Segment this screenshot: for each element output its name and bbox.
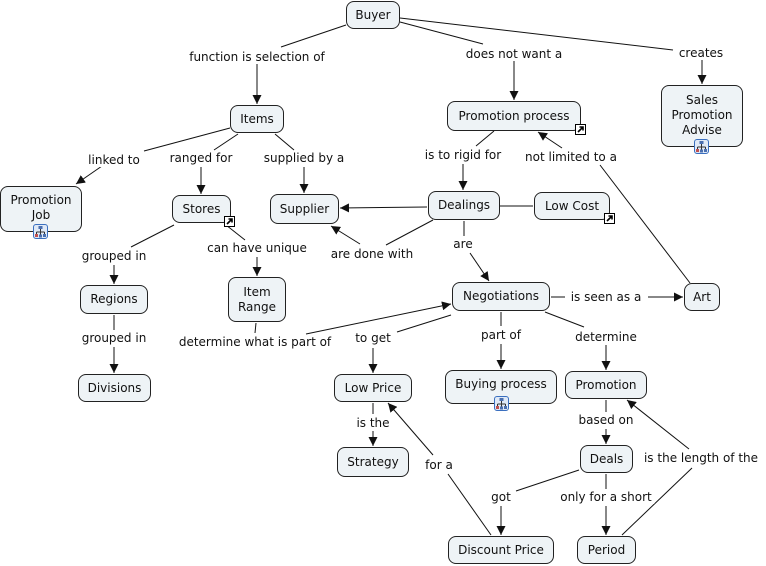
submap-icon[interactable] xyxy=(694,139,709,154)
link-label-creates[interactable]: creates xyxy=(676,46,726,60)
concept-regions[interactable]: Regions xyxy=(80,285,148,314)
concept-period[interactable]: Period xyxy=(577,536,636,564)
link-line xyxy=(399,17,674,51)
link-label-is-seen-as-a[interactable]: is seen as a xyxy=(568,290,644,304)
link-line xyxy=(515,469,580,492)
link-line xyxy=(399,21,484,45)
concept-low-price[interactable]: Low Price xyxy=(334,374,412,402)
concept-stores[interactable]: Stores xyxy=(172,195,231,223)
link-line xyxy=(274,133,295,151)
link-line xyxy=(225,224,246,241)
concept-deals[interactable]: Deals xyxy=(580,445,633,473)
submap-icon[interactable] xyxy=(33,224,48,239)
link-label-does-not-want-a[interactable]: does not want a xyxy=(463,47,565,61)
link-label-not-limited-to-a[interactable]: not limited to a xyxy=(523,150,619,164)
link-line xyxy=(475,130,495,147)
link-label-are-done-with[interactable]: are done with xyxy=(328,247,416,261)
link-label-determine[interactable]: determine xyxy=(573,330,639,344)
link-label-determine-what-is-part-of[interactable]: determine what is part of xyxy=(176,335,334,349)
link-line xyxy=(621,467,693,536)
link-line xyxy=(213,133,239,151)
link-label-supplied-by-a[interactable]: supplied by a xyxy=(261,151,347,165)
concept-buyer[interactable]: Buyer xyxy=(346,1,400,29)
concept-item-range[interactable]: Item Range xyxy=(228,277,286,322)
link-arrow xyxy=(75,165,103,185)
concept-items[interactable]: Items xyxy=(230,105,284,133)
link-label-based-on[interactable]: based on xyxy=(576,413,636,427)
link-line xyxy=(396,314,452,333)
link-label-are[interactable]: are xyxy=(451,237,475,251)
concept-dealings[interactable]: Dealings xyxy=(428,191,500,220)
link-line xyxy=(280,24,347,48)
link-label-is-the-length-of-the[interactable]: is the length of the xyxy=(641,451,761,465)
link-label-is-the[interactable]: is the xyxy=(354,416,392,430)
link-label-to-get[interactable]: to get xyxy=(353,331,393,345)
concept-art[interactable]: Art xyxy=(684,283,720,311)
concept-strategy[interactable]: Strategy xyxy=(337,447,409,477)
link-arrow xyxy=(537,131,563,149)
link-label-grouped-in[interactable]: grouped in xyxy=(79,331,149,345)
link-arrow xyxy=(387,402,434,456)
link-label-ranged-for[interactable]: ranged for xyxy=(167,151,235,165)
link-arrow xyxy=(305,301,452,335)
link-line xyxy=(544,311,585,328)
concept-promotion-job[interactable]: Promotion Job xyxy=(0,186,82,232)
link-label-function-is-selection-of[interactable]: function is selection of xyxy=(187,50,327,64)
link-arrow xyxy=(469,252,490,282)
link-line xyxy=(599,164,691,284)
link-label-is-to-rigid-for[interactable]: is to rigid for xyxy=(422,148,504,162)
concept-supplier[interactable]: Supplier xyxy=(270,194,339,224)
link-label-for-a[interactable]: for a xyxy=(423,458,455,472)
link-line xyxy=(143,127,231,152)
link-arrow xyxy=(339,203,428,213)
link-arrow xyxy=(626,399,690,450)
concept-sales-promotion-advise[interactable]: Sales Promotion Advise xyxy=(661,85,743,147)
shortcut-arrow-icon[interactable] xyxy=(604,213,615,224)
shortcut-arrow-icon[interactable] xyxy=(224,216,235,227)
link-label-got[interactable]: got xyxy=(489,490,513,504)
concept-divisions[interactable]: Divisions xyxy=(78,374,151,402)
link-line xyxy=(254,322,257,334)
link-label-part-of[interactable]: part of xyxy=(479,328,523,342)
link-label-linked-to[interactable]: linked to xyxy=(86,153,142,167)
submap-icon[interactable] xyxy=(494,396,509,411)
link-label-grouped-in[interactable]: grouped in xyxy=(79,249,149,263)
concept-promotion[interactable]: Promotion xyxy=(565,371,647,399)
link-arrow xyxy=(330,225,361,245)
link-line xyxy=(447,473,492,536)
shortcut-arrow-icon[interactable] xyxy=(575,124,586,135)
link-line xyxy=(130,224,175,248)
concept-promotion-process[interactable]: Promotion process xyxy=(447,101,581,131)
concept-negotiations[interactable]: Negotiations xyxy=(452,282,550,311)
link-line xyxy=(385,219,434,246)
link-label-can-have-unique[interactable]: can have unique xyxy=(205,241,309,255)
concept-discount-price[interactable]: Discount Price xyxy=(448,536,554,564)
link-label-only-for-a-short[interactable]: only for a short xyxy=(558,490,654,504)
concept-low-cost[interactable]: Low Cost xyxy=(534,192,610,220)
